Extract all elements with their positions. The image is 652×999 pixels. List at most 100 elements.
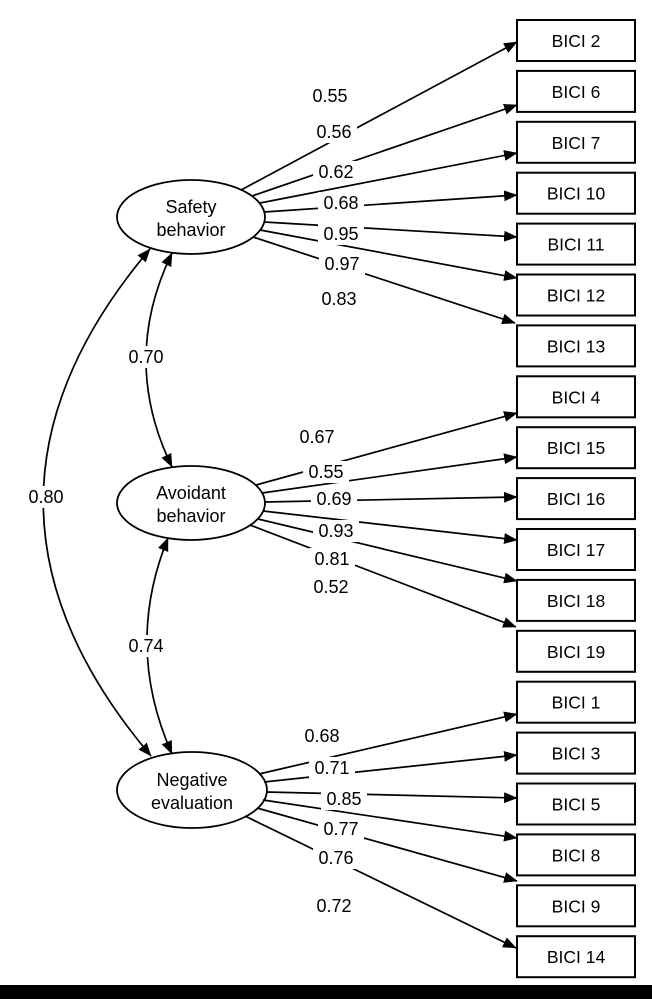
loading-values: 0.55 0.56 0.62 0.68 0.95 0.97 0.83 0.67 …	[294, 85, 367, 917]
factor-ellipse-avoidant-behavior	[116, 465, 266, 541]
factor-ellipse-safety-behavior	[116, 179, 266, 255]
loading-arrow-bici-14	[244, 815, 517, 949]
loading-value-bici-2: 0.55	[312, 86, 347, 106]
loading-value-bici-3: 0.71	[314, 758, 349, 778]
loading-arrow-bici-10	[263, 190, 518, 213]
indicator-label: BICI 14	[547, 947, 606, 967]
loading-arrow-bici-3	[263, 750, 518, 783]
indicator-label: BICI 10	[547, 184, 606, 204]
indicator-label: BICI 3	[552, 744, 601, 764]
loading-value-bici-5: 0.85	[326, 789, 361, 809]
loading-arrow-bici-2	[240, 41, 518, 191]
indicator-boxes: BICI 2 BICI 6 BICI 7 BICI 10 BICI 11 BIC…	[516, 19, 636, 979]
loading-value-bici-15: 0.55	[308, 462, 343, 482]
indicator-label: BICI 4	[552, 387, 601, 407]
label-bg	[303, 461, 349, 483]
label-bg	[313, 520, 359, 542]
indicator-box-bici-13	[516, 324, 636, 368]
label-bg	[294, 426, 340, 448]
label-bg	[319, 253, 365, 275]
loading-arrow-bici-7	[259, 150, 518, 204]
indicator-box-bici-18	[516, 578, 636, 622]
loading-value-bici-19: 0.52	[313, 577, 348, 597]
indicator-box-bici-6	[516, 69, 636, 113]
loading-arrow-bici-16	[264, 491, 518, 503]
correlation-values: 0.70 0.74 0.80	[23, 346, 169, 657]
indicator-label: BICI 11	[547, 235, 604, 255]
factor-label-line: evaluation	[151, 793, 233, 813]
indicator-label: BICI 6	[552, 82, 601, 102]
label-bg	[321, 788, 367, 810]
label-bg	[307, 85, 353, 107]
factor-label-line: behavior	[156, 506, 225, 526]
loading-arrow-bici-11	[263, 221, 518, 242]
indicator-box-bici-7	[516, 120, 636, 164]
indicator-label: BICI 15	[547, 438, 605, 458]
indicator-box-bici-3	[516, 731, 636, 775]
indicator-label: BICI 5	[552, 795, 601, 815]
indicator-box-bici-15	[516, 426, 636, 470]
bottom-black-bar	[0, 985, 652, 999]
indicator-label: BICI 7	[552, 133, 601, 153]
loading-value-bici-9: 0.76	[318, 848, 353, 868]
loading-value-bici-4: 0.67	[299, 427, 334, 447]
loading-value-bici-6: 0.56	[316, 122, 351, 142]
loading-arrows	[240, 41, 518, 949]
loading-arrow-bici-4	[255, 411, 518, 486]
indicator-label: BICI 8	[552, 845, 601, 865]
indicator-box-bici-2	[516, 19, 636, 62]
indicator-box-bici-19	[516, 629, 636, 673]
loading-value-bici-11: 0.95	[323, 224, 358, 244]
loading-value-bici-17: 0.93	[318, 521, 353, 541]
indicator-label: BICI 17	[547, 540, 605, 560]
indicator-box-bici-10	[516, 171, 636, 215]
indicator-box-bici-5	[516, 782, 636, 826]
indicator-box-bici-9	[516, 884, 636, 928]
indicator-label: BICI 13	[547, 336, 605, 356]
label-bg	[311, 121, 357, 143]
loading-arrow-bici-6	[251, 104, 518, 197]
label-bg	[313, 161, 359, 183]
loading-arrow-bici-18	[257, 518, 518, 584]
label-bg	[309, 757, 355, 779]
indicator-box-bici-1	[516, 680, 636, 724]
loading-arrow-bici-17	[262, 510, 518, 544]
label-bg	[318, 223, 364, 245]
factor-label-line: Avoidant	[156, 483, 226, 503]
label-bg	[309, 548, 355, 570]
factor-ellipse-negative-evaluation	[116, 751, 268, 829]
loading-arrow-bici-5	[265, 791, 518, 804]
indicator-label: BICI 18	[547, 591, 605, 611]
correlation-value-safety-negative: 0.80	[28, 487, 63, 507]
label-bg	[318, 192, 364, 214]
factor-label-line: behavior	[156, 220, 225, 240]
loading-value-bici-10: 0.68	[323, 193, 358, 213]
loading-value-bici-7: 0.62	[318, 162, 353, 182]
indicator-label: BICI 1	[552, 693, 601, 713]
indicator-label: BICI 16	[547, 489, 605, 509]
label-bg	[23, 486, 69, 508]
indicator-label: BICI 9	[552, 896, 601, 916]
label-bg	[123, 635, 169, 657]
indicator-box-bici-11	[516, 222, 636, 266]
factor-ellipses: Safety behavior Avoidant behavior Negati…	[116, 179, 268, 829]
loading-value-bici-16: 0.69	[316, 489, 351, 509]
indicator-box-bici-17	[516, 528, 636, 571]
label-bg	[313, 847, 359, 869]
factor-label-line: Safety	[165, 197, 216, 217]
loading-value-bici-14: 0.72	[316, 896, 351, 916]
loading-arrow-bici-19	[249, 524, 517, 628]
loading-value-bici-18: 0.81	[314, 549, 349, 569]
loading-value-bici-1: 0.68	[304, 726, 339, 746]
loading-value-bici-13: 0.83	[321, 289, 356, 309]
loading-arrow-bici-8	[262, 799, 518, 842]
loading-value-bici-8: 0.77	[323, 819, 358, 839]
indicator-box-bici-14	[516, 935, 636, 979]
label-bg	[311, 488, 357, 510]
correlation-value-avoidant-negative: 0.74	[128, 636, 163, 656]
loading-arrow-bici-12	[259, 229, 518, 281]
label-bg	[299, 725, 345, 747]
factor-label-line: Negative	[156, 770, 227, 790]
